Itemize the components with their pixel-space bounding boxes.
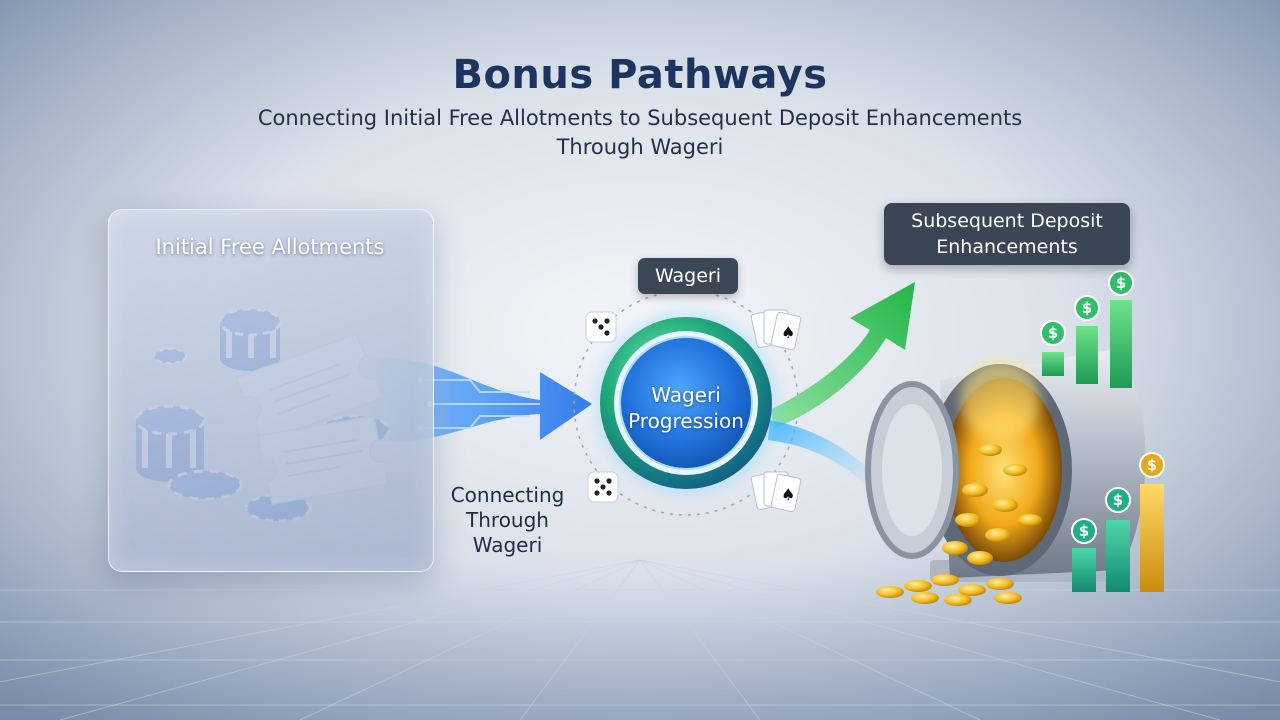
svg-text:$: $: [1079, 522, 1089, 540]
playing-cards-icon: ♠ ♠: [750, 309, 802, 513]
svg-text:$: $: [1082, 299, 1092, 317]
svg-text:$: $: [1116, 274, 1126, 292]
connector-label: Connecting Through Wageri: [450, 483, 565, 557]
wageri-progression-label: Wageri Progression: [628, 383, 744, 433]
vault-flow: [768, 420, 880, 490]
svg-text:$: $: [1113, 491, 1123, 509]
deposit-enhancements-tag: Subsequent Deposit Enhancements: [884, 203, 1130, 265]
wageri-hub: [594, 311, 778, 495]
dice-icon: [585, 311, 619, 503]
page-title: Bonus Pathways: [452, 52, 828, 98]
gold-coin-icon: [876, 444, 1042, 606]
svg-text:$: $: [1147, 456, 1157, 474]
dollar-badge-icon: $ $ $ $ $ $: [1040, 270, 1165, 544]
bar-chart-icon: [1042, 300, 1164, 592]
initial-allotments-panel: [108, 209, 434, 572]
floor-grid: [0, 559, 1280, 720]
svg-text:♠: ♠: [781, 323, 795, 342]
svg-text:$: $: [1048, 324, 1058, 342]
initial-allotments-label: Initial Free Allotments: [155, 235, 385, 259]
svg-text:♠: ♠: [781, 485, 795, 504]
wageri-tag: Wageri: [638, 258, 738, 294]
up-arrow-icon: [770, 282, 915, 428]
page-subtitle: Connecting Initial Free Allotments to Su…: [257, 106, 1023, 159]
